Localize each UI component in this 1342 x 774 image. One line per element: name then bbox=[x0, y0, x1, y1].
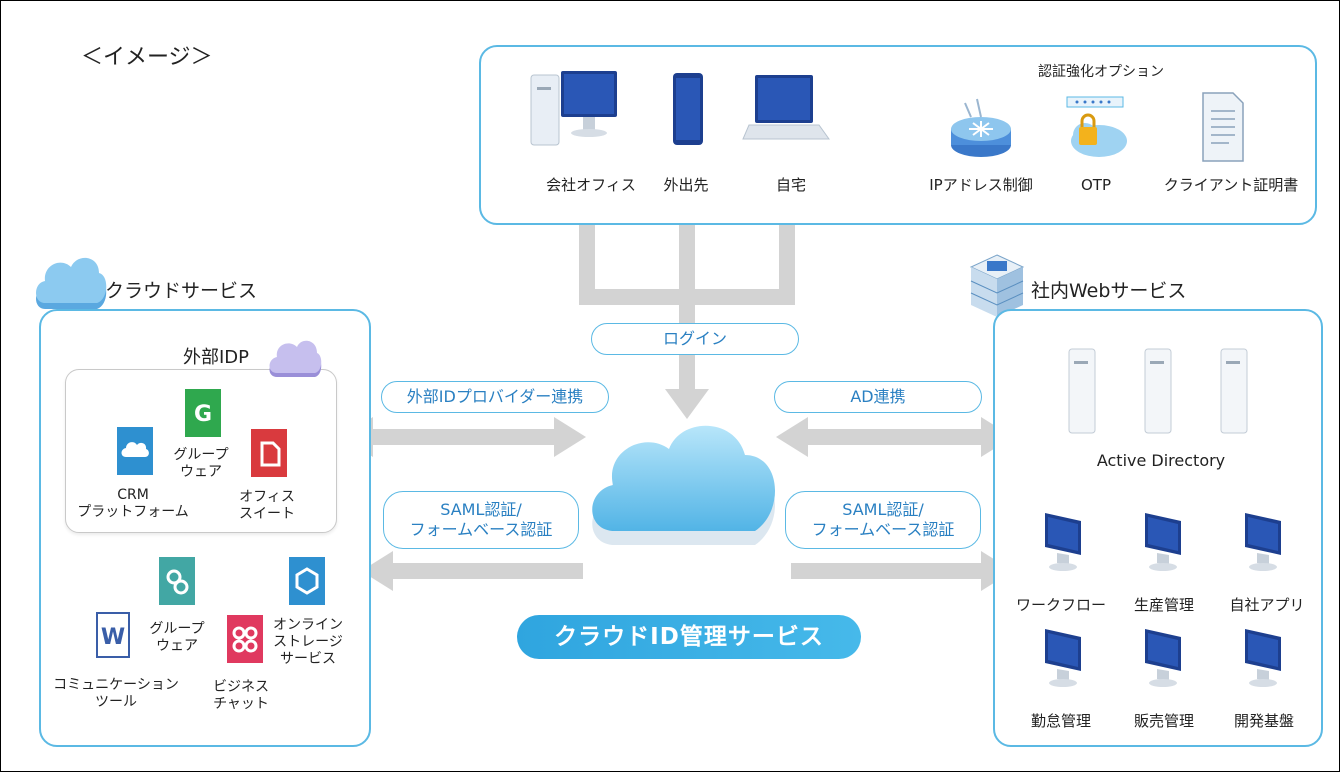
active-directory-label: Active Directory bbox=[1096, 451, 1226, 470]
tablet-icon bbox=[673, 73, 703, 145]
external-idp-title: 外部IDP bbox=[183, 347, 250, 368]
server-tower-icon bbox=[1068, 348, 1096, 434]
internal-services-title: 社内Webサービス bbox=[1031, 280, 1187, 302]
app-label-communication: コミュニケーション ツール bbox=[53, 677, 179, 710]
monitor-icon bbox=[1245, 629, 1281, 687]
app-tile-icon bbox=[159, 557, 195, 605]
location-label-outside: 外出先 bbox=[663, 176, 709, 194]
flow-label-login: ログイン bbox=[591, 323, 799, 355]
svg-text:G: G bbox=[194, 402, 212, 427]
auth-option-label-otp: OTP bbox=[1080, 176, 1111, 194]
app-label-business-chat: ビジネス チャット bbox=[213, 679, 269, 712]
idp-app-label-office: オフィス スイート bbox=[239, 489, 295, 522]
otp-lock-icon bbox=[1066, 96, 1127, 157]
server-rack-icon bbox=[969, 254, 1025, 317]
server-tower-icon bbox=[1144, 348, 1172, 434]
flow-label-ad-link: AD連携 bbox=[774, 381, 982, 413]
monitor-icon bbox=[1045, 629, 1081, 687]
image-title: ＜イメージ＞ bbox=[81, 45, 213, 70]
monitor-icon bbox=[1245, 513, 1281, 571]
location-label-office: 会社オフィス bbox=[546, 176, 636, 194]
internal-app-label-dev: 開発基盤 bbox=[1233, 712, 1294, 730]
word-icon: W bbox=[96, 612, 130, 658]
location-label-home: 自宅 bbox=[775, 176, 806, 194]
center-cloud-icon bbox=[592, 425, 776, 545]
cloud-icon bbox=[36, 257, 107, 309]
desktop-pc-icon bbox=[530, 71, 617, 146]
app-label-groupware: グループ ウェア bbox=[149, 621, 205, 654]
app-tile-icon bbox=[227, 615, 263, 663]
monitor-icon bbox=[1145, 513, 1181, 571]
server-tower-icon bbox=[1220, 348, 1248, 434]
app-tile-icon: G bbox=[185, 389, 221, 437]
app-tile-icon bbox=[117, 427, 153, 475]
idp-app-label-crm: CRM プラットフォーム bbox=[77, 487, 189, 520]
app-label-online-storage: オンライン ストレージ サービス bbox=[273, 617, 343, 667]
monitor-icon bbox=[1045, 513, 1081, 571]
monitor-icon bbox=[1145, 629, 1181, 687]
flow-label-saml-right: SAML認証/ フォームベース認証 bbox=[785, 491, 981, 549]
center-service-banner: クラウドID管理サービス bbox=[517, 615, 861, 659]
idp-cloud-icon bbox=[269, 340, 322, 377]
app-tile-icon bbox=[251, 429, 287, 477]
laptop-icon bbox=[742, 75, 830, 140]
auth-option-label-ip: IPアドレス制御 bbox=[929, 176, 1033, 194]
auth-option-label-cert: クライアント証明書 bbox=[1163, 176, 1299, 194]
internal-app-label-production: 生産管理 bbox=[1133, 596, 1194, 614]
internal-app-label-sales: 販売管理 bbox=[1133, 712, 1194, 730]
flow-label-saml-left: SAML認証/ フォームベース認証 bbox=[383, 491, 579, 549]
svg-text:W: W bbox=[101, 625, 125, 650]
idp-app-label-groupware: グループ ウェア bbox=[173, 447, 229, 480]
flow-label-idp-link: 外部IDプロバイダー連携 bbox=[381, 381, 609, 413]
app-tile-icon bbox=[289, 557, 325, 605]
internal-app-label-inhouse: 自社アプリ bbox=[1229, 596, 1305, 614]
router-icon bbox=[951, 98, 1011, 157]
internal-app-label-attendance: 勤怠管理 bbox=[1030, 712, 1091, 730]
internal-app-label-workflow: ワークフロー bbox=[1015, 596, 1106, 614]
cloud-services-title: クラウドサービス bbox=[105, 280, 258, 302]
certificate-icon bbox=[1202, 92, 1244, 162]
auth-options-title: 認証強化オプション bbox=[1038, 64, 1164, 80]
access-box bbox=[479, 45, 1317, 225]
